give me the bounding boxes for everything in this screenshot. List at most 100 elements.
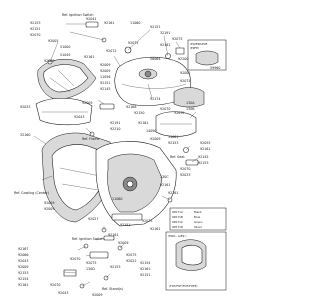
inset-top-code-line2: /E9FE) [190,46,199,50]
part-label: 92009 [100,63,111,67]
part-label: 51000 [60,45,71,49]
part-label: 92153 [198,161,209,165]
part-label: 51049 [60,53,71,57]
part-label: 92009 [44,59,55,63]
part-label: 92145 [100,87,111,91]
front-cowl [37,58,97,101]
part-label: 92033 [20,105,31,109]
part-label: 92009 [44,201,55,205]
part-label: 92041 [86,17,97,21]
inset-bottom-footer: (FOF/FOF/FOF/FOFE) [169,284,197,288]
inset-top-right: (E9/E9D/E9F /E9FE) 59960 [187,39,227,71]
part-label: 130C [160,175,169,179]
part-label: 92043 [58,291,69,295]
exploded-view: (E9/E9D/E9F /E9FE) 59960 (E9D~ A/E9 ) (F… [14,13,227,297]
part-label: 32191 [160,31,171,35]
part-label: 92070 [160,107,171,111]
part-label: 92151 [30,27,41,31]
leader-lines [33,23,199,287]
part-label: 11060 [112,197,123,201]
part-label: 92161 [84,55,95,59]
part-label: 92009 [44,207,55,211]
part-label: 92168 [126,105,137,109]
part-label: 92009 [92,293,103,297]
callout-cowling-center: Ref. Cowling (Center) [14,191,49,195]
hardware-parts [47,21,199,289]
part-label: 92075 [142,219,153,223]
part-label: 92066 [18,253,29,257]
part-label: 92145 [198,155,209,159]
part-label: 92191 [110,121,121,125]
part-label: 130A [186,101,195,105]
part-label: 92070 [70,257,81,261]
part-label: 92009 [82,101,93,105]
part-label: 92075 [180,79,191,83]
legend-label-4: Silver [194,225,203,229]
part-label: 92070 [180,167,191,171]
part-label: 92033 [180,173,191,177]
part-label: 92075 [126,253,137,257]
part-label: 92153 [30,21,41,25]
part-label: 92070 [30,33,41,37]
part-label: 92151 [100,81,111,85]
part-label: 92027 [88,217,99,221]
part-label: 92161 [168,191,179,195]
legend-label-1: Black [194,210,202,214]
part-label: 92009 [18,265,29,269]
part-label: 92210 [110,127,121,131]
part-label: 130B [186,107,195,111]
part-label: 92200 [178,57,189,61]
part-label: 92070 [50,283,61,287]
part-label: 92161 [108,233,119,237]
callout-stand: Ref. Stand(s) [102,287,123,291]
center-frame [95,141,177,227]
parts-diagram: (E9/E9D/E9F /E9FE) 59960 (E9D~ A/E9 ) (F… [14,13,227,297]
legend-num-2: 92071B [172,215,183,219]
part-label: 92005 [48,39,59,43]
part-label: 11061 [168,135,179,139]
legend-num-4: 92071D [172,225,183,229]
color-legend: 92071A Black 92071B Blue 92071C Green 92… [169,207,227,231]
inset-bottom-code: (E9D~ A/E9 ) [168,234,186,238]
part-label: 92161 [140,267,151,271]
part-number-labels: 92153 92151 92070 92005 51000 92041 9216… [18,17,211,297]
part-label: 92075 [172,37,183,41]
part-label: 92174 [150,97,161,101]
legend-label-2: Blue [194,215,200,219]
part-label: 32160 [20,133,31,137]
legend-num-1: 92071A [172,210,183,214]
callout-ignition-top: Ref. Ignition Switch [62,13,94,17]
part-label: 92161 [104,21,115,25]
part-label: 11056 [100,75,111,79]
part-label: 92075 [174,111,185,115]
part-label: 92161 [138,121,149,125]
inset-top-part: 59960 [210,66,221,70]
part-label: 92022 [126,259,137,263]
part-label: 92150 [134,111,145,115]
part-label: 92154 [18,277,29,281]
part-label: 92151 [120,223,131,227]
part-label: 92161 [160,43,171,47]
callout-frame: Ref. Frame [82,137,99,141]
part-label: 92153 [168,141,179,145]
part-label: 130D [86,267,95,271]
part-label: 92161 [18,283,29,287]
inset-bottom-right: (E9D~ A/E9 ) (FOF/FOF/FOF/FOFE) [165,231,227,291]
part-label: 92055 [200,141,211,145]
part-label: 92009 [118,241,129,245]
part-label: 92075 [86,261,97,265]
callout-ignition-bottom: Ref. Ignition Switch [72,237,104,241]
part-label: 92161 [200,147,211,151]
part-label: 92043 [74,115,85,119]
part-label: 92151 [150,25,161,29]
part-label: 56064 [150,57,161,61]
part-label: 92009 [150,137,161,141]
part-label: 14090 [146,129,157,133]
side-cover [35,97,93,126]
part-label: 92001 [180,71,191,75]
seat-cowl [173,87,205,108]
part-label: 92167 [18,247,29,251]
part-label: 92151 [140,273,151,277]
part-label: 92043 [18,259,29,263]
right-side-cover [155,111,197,137]
